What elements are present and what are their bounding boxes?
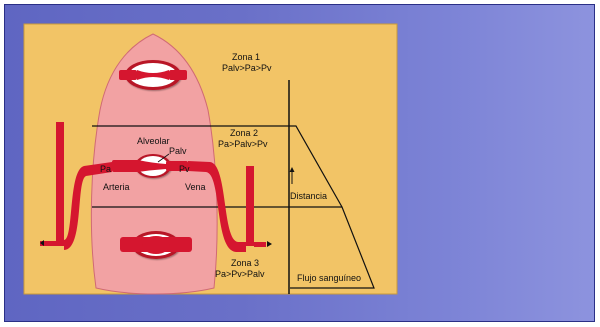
zone2-formula: Pa>Palv>Pv <box>218 139 268 149</box>
alveolar-label: Alveolar <box>137 136 170 146</box>
zone3-formula: Pa>Pv>Palv <box>215 269 265 279</box>
distance-label: Distancia <box>290 191 327 201</box>
zone2-title: Zona 2 <box>230 128 258 138</box>
blood-flow-label: Flujo sanguíneo <box>297 273 361 283</box>
pa-label: Pa <box>100 164 111 174</box>
vein-label: Vena <box>185 182 206 192</box>
artery-label: Arteria <box>103 182 130 192</box>
zone1-title: Zona 1 <box>232 52 260 62</box>
palv-label: Palv <box>169 146 187 156</box>
zone3-title: Zona 3 <box>231 258 259 268</box>
zone1-formula: Palv>Pa>Pv <box>222 63 272 73</box>
pv-label: Pv <box>179 164 190 174</box>
